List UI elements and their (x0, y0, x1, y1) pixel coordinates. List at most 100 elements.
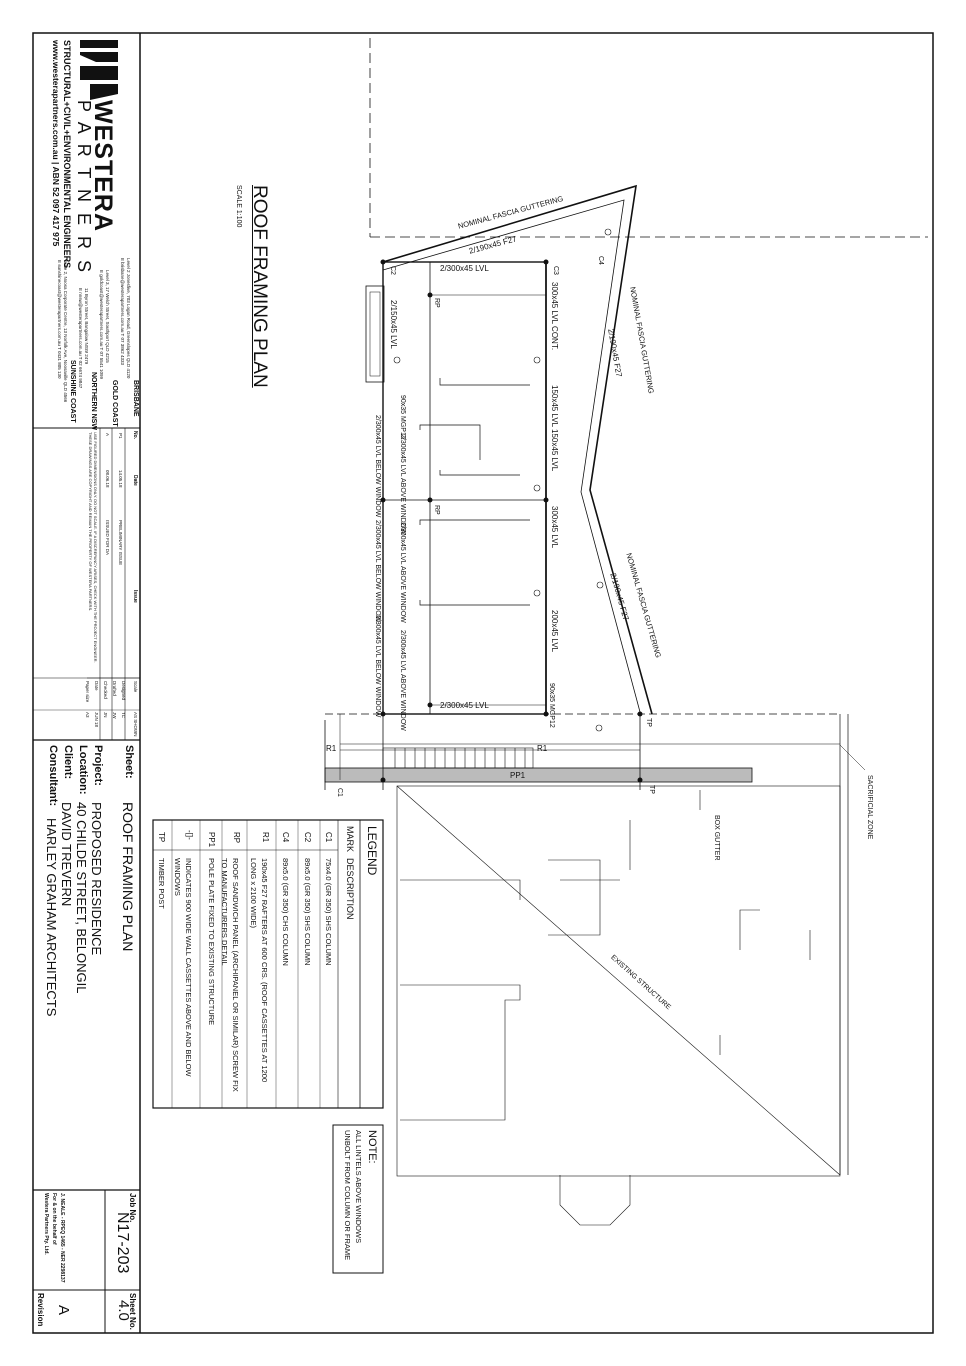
office-goldcoast-line2: E goldcoast@westerapartners.com.au T 07 … (99, 270, 104, 379)
rev-row1-no: P1 (118, 433, 123, 439)
paper-label: Paper size (85, 681, 90, 703)
legend-desc-rp: ROOF SANDWICH PANEL (ARCHIPANEL OR SIMIL… (220, 858, 240, 1092)
label-box-gutter: BOX GUTTER (713, 815, 720, 861)
rev-row2-issue: ISSUED FOR DA (105, 520, 110, 556)
label-rp-1: RP (433, 298, 440, 308)
legend-mark-tp: TP (157, 832, 166, 843)
label-mgp-2: 90x35 MGP12 (548, 683, 555, 728)
legend-desc-c4: 89x5.0 (GR 350) CHS COLUMN (281, 858, 290, 966)
scale-label: Scale (133, 681, 138, 693)
label-c3: C3 (552, 266, 559, 275)
consultant-label: Consultant: (47, 745, 59, 807)
label-r1-right: R1 (537, 744, 548, 753)
rev-header-issue: Issue (132, 590, 138, 603)
office-sunshine-line1: Suite 2, Noosa Corporate Centre, 13 Norf… (63, 260, 68, 403)
company-web: www.westerapartners.com.au | ABN 52 097 … (51, 40, 61, 247)
label-tp-2: TP (648, 785, 655, 794)
drawing-title: ROOF FRAMING PLAN (249, 185, 270, 388)
rev-row2-no: A (105, 433, 110, 437)
label-window1-below: 2/300x45 LVL BELOW WINDOW (374, 415, 381, 518)
office-sunshine-line2: E sunshinecoast@westerapartners.com.au T… (57, 260, 62, 379)
office-sunshine-name: SUNSHINE COAST (69, 360, 76, 423)
legend-mark-c2: C2 (303, 832, 312, 843)
rev-header-no: No. (132, 431, 138, 440)
label-window1-above: 2/300x45 LVL ABOVE WINDOW (399, 434, 406, 535)
label-sacrificial-zone: SACRIFICIAL ZONE (866, 775, 873, 840)
legend-mark-cassette: -[]- (185, 830, 194, 840)
legend-desc-c1: 75x4.0 (GR 350) SHS COLUMN (324, 858, 333, 966)
designed-value: TC (121, 712, 126, 718)
scale-value: AS SHOWN (133, 712, 138, 737)
location-label: Location: (77, 745, 89, 795)
checked-label: Checked (103, 681, 108, 699)
note-line1: ALL LINTELS ABOVE WINDOWS (354, 1130, 363, 1244)
legend-desc-r1: 190x45 F27 RAFTERS AT 600 CRS. (ROOF CAS… (249, 858, 269, 1083)
company-logo (80, 40, 118, 100)
designed-label: Designed (121, 681, 126, 701)
rev-header-date: Date (132, 475, 138, 486)
rev-row1-date: 14.05.18 (118, 470, 123, 488)
rev-row2-date: 08.06.18 (105, 470, 110, 488)
note-box (332, 1124, 384, 1274)
legend-desc-tp: TIMBER POST (157, 858, 166, 909)
legend-desc-c2: 89x5.0 (GR 350) SHS COLUMN (303, 858, 312, 966)
label-pp1: PP1 (510, 771, 526, 780)
label-window3-above: 2/300x45 LVL ABOVE WINDOW (399, 630, 406, 731)
legend-box (152, 819, 384, 1109)
revision-label: Revision (36, 1293, 45, 1327)
label-lvl-top: 2/300x45 LVL (440, 264, 489, 273)
label-window3-below: 2/300x45 LVL BELOW WINDOW (374, 615, 381, 718)
label-r1-left: R1 (326, 744, 337, 753)
project-label: Project: (92, 745, 104, 786)
legend-mark-c4: C4 (281, 832, 290, 843)
date-label: Date (94, 681, 99, 691)
legend-mark-pp1: PP1 (207, 832, 216, 848)
label-rp-2: RP (433, 505, 440, 515)
label-c1: C1 (336, 788, 343, 797)
client-value: DAVID TREVERN (59, 802, 74, 907)
sheet-value: ROOF FRAMING PLAN (120, 802, 136, 952)
label-lvl150: 2/150x45 LVL (389, 300, 398, 349)
drafted-label: Drafted (112, 681, 117, 696)
label-window2-above: 2/300x45 LVL ABOVE WINDOW (399, 522, 406, 623)
label-c2: C2 (389, 266, 396, 275)
company-discipline: STRUCTURAL+CIVIL+ENVIRONMENTAL ENGINEERS (62, 40, 72, 269)
location-value: 40 CHILDE STREET, BELONGIL (74, 802, 89, 994)
revision-value: A (55, 1305, 72, 1316)
office-goldcoast-line1: Level 3, 17 Welch Street, Southport QLD … (105, 270, 110, 363)
office-goldcoast-name: GOLD COAST (111, 380, 118, 427)
drawing-notes: USE FIGURED DIMENSIONS ONLY. DO NOT SCAL… (88, 432, 98, 663)
legend-header-mark: MARK (345, 826, 355, 853)
note-line2: UNBOLT FROM COLUMN OR FRAME (343, 1130, 352, 1261)
legend-desc-pp1: POLE PLATE FIXED TO EXISTING STRUCTURE (207, 858, 216, 1026)
rev-row1-issue: PRELIMINARY ISSUE (118, 520, 123, 566)
legend-mark-c1: C1 (324, 832, 333, 843)
office-nnsw-name: NORTHERN NSW (90, 372, 97, 430)
consultant-value: HARLEY GRAHAM ARCHITECTS (44, 818, 59, 1017)
label-window2-below: 2/300x45 LVL BELOW WINDOW (374, 520, 381, 623)
checked-value: JN (103, 712, 108, 718)
legend-desc-cassette: INDICATES 900 WIDE WALL CASSETTES ABOVE … (173, 858, 193, 1077)
roof-framing-plan (324, 38, 928, 1226)
label-beam2: 150x45 LVL 150x45 LVL (550, 385, 559, 472)
signer-line2: For & on the behalf of (51, 1193, 57, 1245)
label-tp-1: TP (645, 718, 652, 727)
date-value: JUN 18 (94, 712, 99, 728)
legend-header-desc: DESCRIPTION (345, 858, 355, 920)
label-lvl-bottom: 2/300x45 LVL (440, 701, 489, 710)
job-value: N17-203 (114, 1212, 131, 1274)
label-beam1: 300x45 LVL CONT. (550, 282, 559, 351)
legend-mark-r1: R1 (261, 832, 270, 843)
sheetno-value: 4.0 (115, 1300, 132, 1321)
office-nnsw-line1: 11 Byron Street, Bangalow NSW 2479 (84, 288, 89, 365)
drawing-scale: SCALE 1:100 (235, 185, 242, 228)
note-title: NOTE: (366, 1130, 378, 1164)
label-beam4: 200x45 LVL (550, 610, 559, 653)
office-nnsw-line2: E nnsw@westerapartners.com.au T 02 6674 … (78, 288, 83, 389)
legend-title: LEGEND (365, 826, 379, 876)
sheet-label: Sheet: (123, 745, 135, 779)
office-brisbane-line1: Level 2 Jonesfive, 703 Logan Road, Green… (126, 258, 131, 379)
sheet-border (32, 32, 934, 1334)
drafted-value: JW (112, 712, 117, 719)
